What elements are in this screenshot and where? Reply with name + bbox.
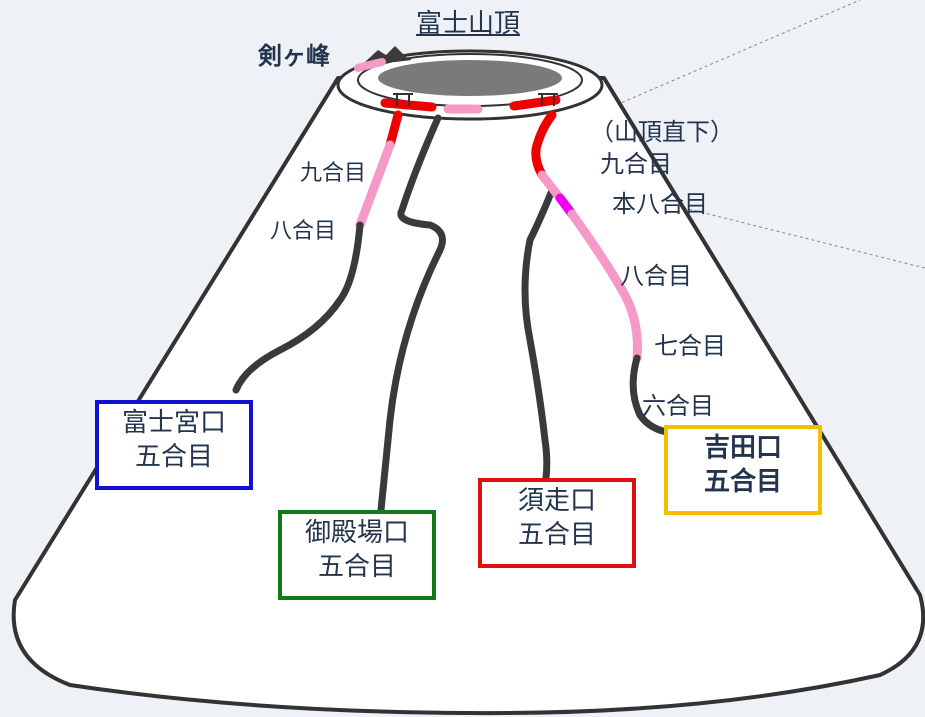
trailhead-subashiri-sub: 五合目 [517,520,596,550]
trail-gotemba [377,114,446,514]
trailhead-fujinomiya-name: 富士宮口 [121,408,226,438]
peak-label: 剣ヶ峰 [258,42,330,70]
trailhead-yoshida: 吉田口 五合目 [664,425,822,515]
trail-subashiri [521,184,557,482]
station-left-9: 九合目 [300,161,367,186]
trail-yoshida-red [531,110,557,180]
trailhead-subashiri: 須走口 五合目 [478,478,636,568]
rim-trail-pink [354,58,386,72]
trail-fujinomiya-upper [385,110,403,150]
station-left-8: 八合目 [270,219,337,244]
trailhead-yoshida-name: 吉田口 [703,433,782,463]
trailhead-gotemba-name: 御殿場口 [304,518,409,548]
station-right-8: 八合目 [620,262,692,290]
pointer-line-upper [599,0,861,113]
trail-yoshida-pink-top [537,170,565,203]
trail-fujinomiya-lower [232,221,364,394]
mountain-body [11,76,925,716]
station-right-summit-below: （山頂直下） [590,118,734,146]
trailhead-fujinomiya-sub: 五合目 [134,442,213,472]
torii-right-icon [538,93,558,106]
peak-rock-icon [365,46,412,62]
trailhead-fujinomiya: 富士宮口 五合目 [95,400,253,490]
trailhead-gotemba-sub: 五合目 [317,552,396,582]
trail-yoshida-pink [567,209,642,363]
trail-fujinomiya-pink [355,140,395,230]
station-right-7: 七合目 [654,332,726,360]
summit-title: 富士山頂 [416,9,521,39]
rim-trail-red-right [509,95,561,111]
trailhead-gotemba: 御殿場口 五合目 [278,510,436,600]
torii-left-icon [393,93,413,106]
station-right-hon8: 本八合目 [612,190,708,218]
trailhead-yoshida-sub: 五合目 [703,467,782,497]
trailhead-subashiri-name: 須走口 [517,486,596,516]
station-right-6: 六合目 [642,392,714,420]
trail-yoshida-lower [629,354,676,437]
crater [378,60,562,96]
station-right-9: 九合目 [600,150,672,178]
